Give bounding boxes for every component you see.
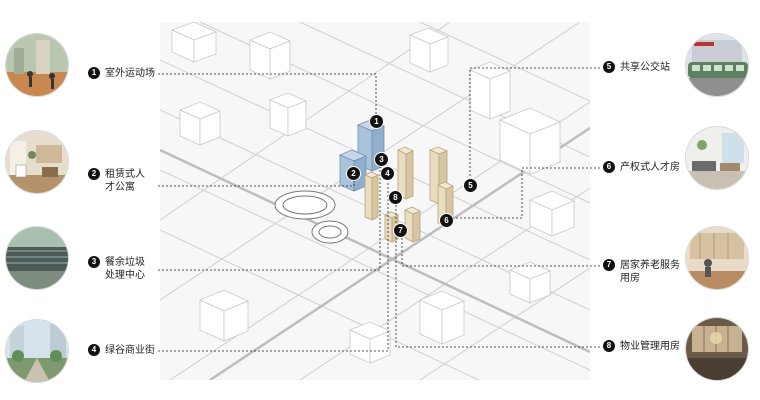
label-7: 7 居家养老服务 用房 [603,259,680,285]
label-num-5: 5 [603,61,615,73]
label-8: 8 物业管理用房 [603,340,680,353]
map-marker-3: 3 [374,152,389,167]
label-3: 3 餐余垃圾 处理中心 [88,256,145,282]
label-num-1: 1 [88,67,100,79]
label-num-4: 4 [88,344,100,356]
map-marker-2: 2 [346,166,361,181]
map-marker-8: 8 [388,190,403,205]
label-text-5: 共享公交站 [620,62,670,73]
label-text-4: 绿谷商业街 [105,345,155,356]
map-marker-5: 5 [463,178,478,193]
label-text-8: 物业管理用房 [620,341,680,352]
label-text-6: 产权式人才房 [620,162,680,173]
photo-elderly-care [686,227,748,289]
label-6: 6 产权式人才房 [603,161,680,174]
photo-apartment-interior [6,131,68,193]
label-text-7: 居家养老服务 用房 [620,260,680,284]
label-num-6: 6 [603,161,615,173]
photo-waste-center [6,227,68,289]
label-text-2: 租赁式人 才公寓 [105,169,145,193]
photo-talent-housing [686,127,748,189]
label-text-1: 室外运动场 [105,68,155,79]
photo-bus-station [686,34,748,96]
label-text-3: 餐余垃圾 处理中心 [105,257,145,281]
map-marker-4: 4 [380,166,395,181]
photo-sports-field [6,34,68,96]
label-1: 1 室外运动场 [88,67,155,80]
map-marker-7: 7 [393,223,408,238]
label-num-7: 7 [603,259,615,271]
label-4: 4 绿谷商业街 [88,344,155,357]
map-marker-1: 1 [369,114,384,129]
label-num-8: 8 [603,340,615,352]
map-marker-6: 6 [439,213,454,228]
label-num-3: 3 [88,256,100,268]
label-num-2: 2 [88,168,100,180]
photo-property-management [686,318,748,380]
label-5: 5 共享公交站 [603,61,670,74]
label-2: 2 租赁式人 才公寓 [88,168,145,194]
photo-commercial-street [6,320,68,382]
